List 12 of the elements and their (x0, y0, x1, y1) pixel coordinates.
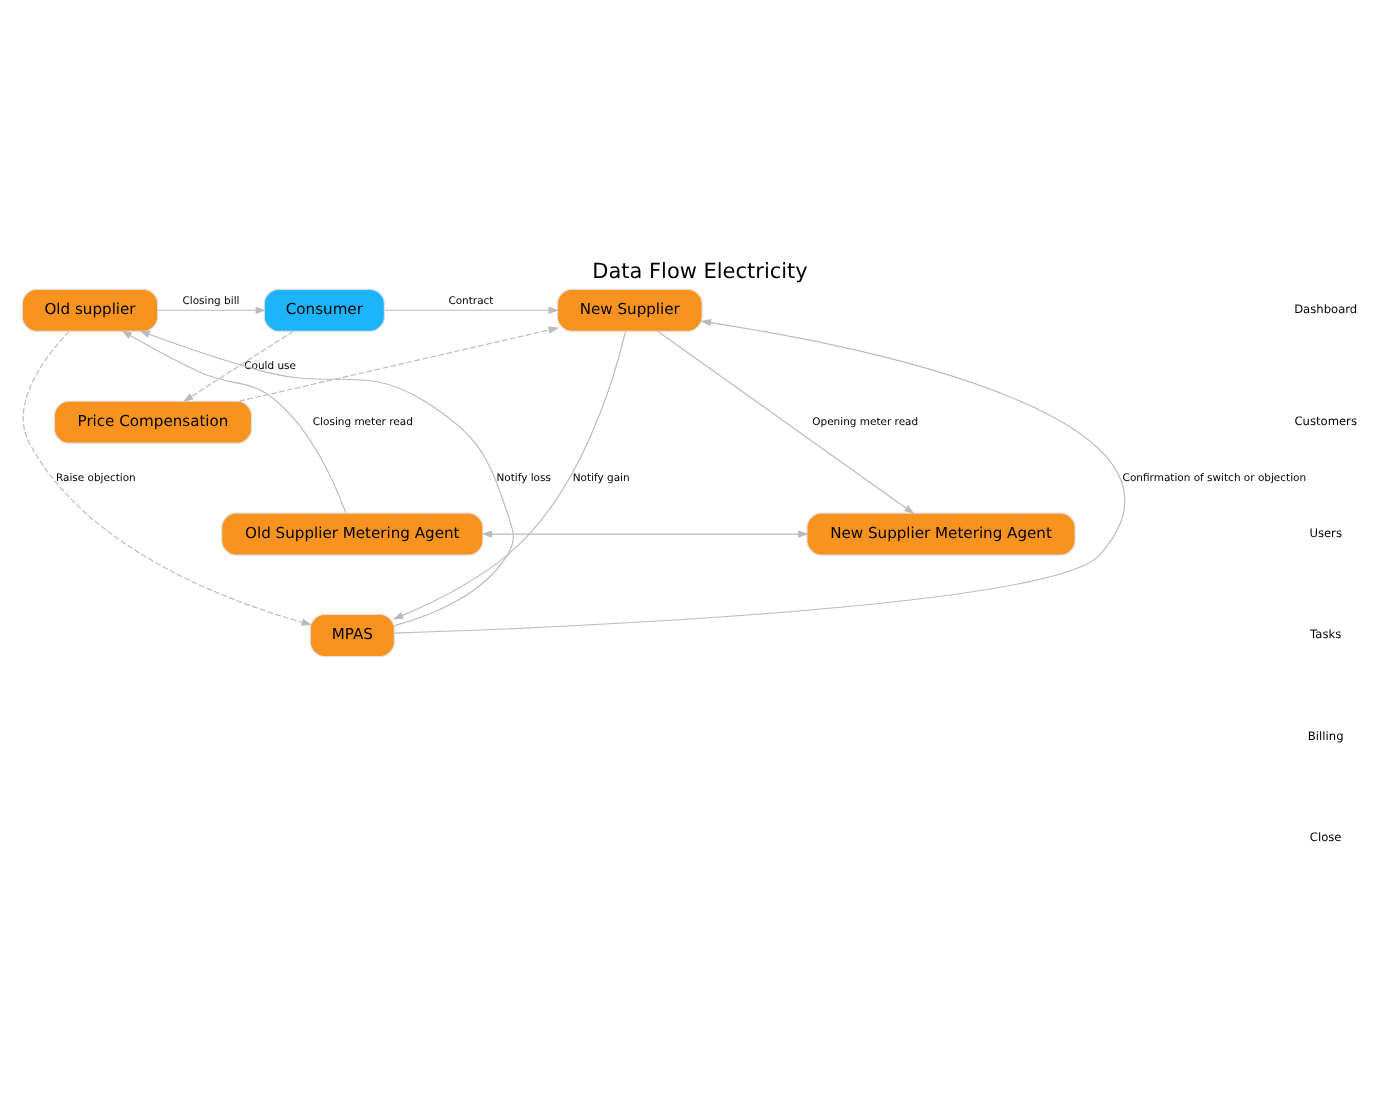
arrow (657, 330, 915, 515)
arrow (394, 319, 1125, 634)
arrow (121, 330, 347, 514)
arrow (392, 331, 627, 620)
arrow (157, 306, 267, 314)
arrow (22, 330, 313, 626)
arrow (182, 330, 294, 402)
diagram-title: Data Flow Electricity (592, 260, 808, 285)
arrow (481, 530, 809, 538)
arrow (139, 330, 514, 627)
arrow (384, 306, 559, 314)
arrow (238, 326, 560, 402)
